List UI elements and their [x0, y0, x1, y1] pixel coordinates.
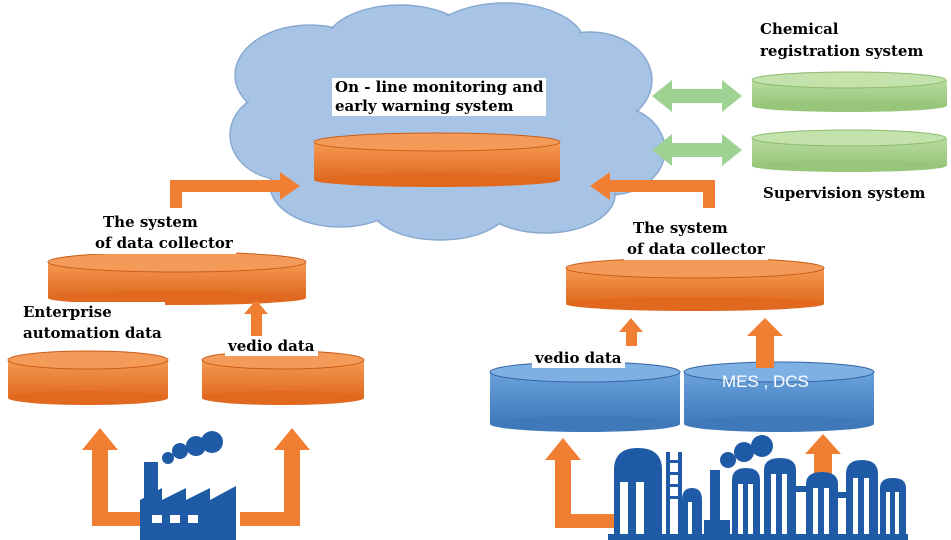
left-collector-label: The system of data collector: [92, 212, 236, 254]
double-arrow-icon-bottom: [652, 134, 742, 166]
left-collector-line2: of data collector: [95, 234, 233, 252]
right-collector-to-cloud-arrow: [590, 172, 715, 208]
left-video-label: vedio data: [225, 336, 318, 356]
enterprise-automation-cylinder: [7, 350, 169, 405]
left-collector-line1: The system: [103, 213, 198, 231]
enterprise-line2: automation data: [23, 324, 162, 342]
left-factory-to-video-arrow: [240, 428, 310, 526]
right-video-cylinder: [489, 361, 681, 432]
left-collector-to-cloud-arrow: [170, 172, 300, 208]
cloud-title-line1: On - line monitoring and: [335, 78, 544, 96]
cloud-fill: [232, 5, 663, 238]
chemical-line1: Chemical: [760, 20, 839, 38]
mes-dcs-label: MES , DCS: [722, 372, 809, 391]
right-video-label: vedio data: [532, 348, 625, 368]
supervision-label: Supervision system: [763, 184, 926, 202]
cloud-title-line2: early warning system: [335, 97, 514, 115]
chemical-line2: registration system: [760, 42, 924, 60]
enterprise-automation-label: Enterprise automation data: [20, 302, 165, 344]
cloud-title: On - line monitoring and early warning s…: [332, 78, 547, 116]
right-factory-to-video-arrow: [545, 438, 615, 528]
left-video-up-arrow: [244, 300, 268, 336]
right-collector-line1: The system: [633, 219, 728, 237]
left-video-cylinder: [201, 350, 365, 405]
right-video-up-arrow: [619, 318, 643, 346]
left-factory-icon: [140, 431, 236, 540]
double-arrow-icon-top: [652, 80, 742, 112]
right-collector-cylinder: [565, 257, 825, 311]
right-collector-line2: of data collector: [627, 240, 765, 258]
right-plant-icon: [608, 435, 908, 540]
right-factory-to-mes-arrow: [805, 434, 841, 478]
mes-dcs-cylinder: [683, 361, 875, 432]
left-collector-cylinder: [47, 251, 307, 305]
right-collector-label: The system of data collector: [624, 218, 768, 260]
mes-dcs-up-arrow: [747, 318, 783, 368]
enterprise-line1: Enterprise: [23, 303, 112, 321]
central-database-cylinder: [313, 132, 561, 187]
supervision-cylinder: [751, 129, 947, 172]
chemical-registration-label: Chemical registration system: [760, 18, 923, 62]
left-factory-to-enterprise-arrow: [82, 428, 142, 526]
chemical-registration-cylinder: [751, 71, 947, 112]
